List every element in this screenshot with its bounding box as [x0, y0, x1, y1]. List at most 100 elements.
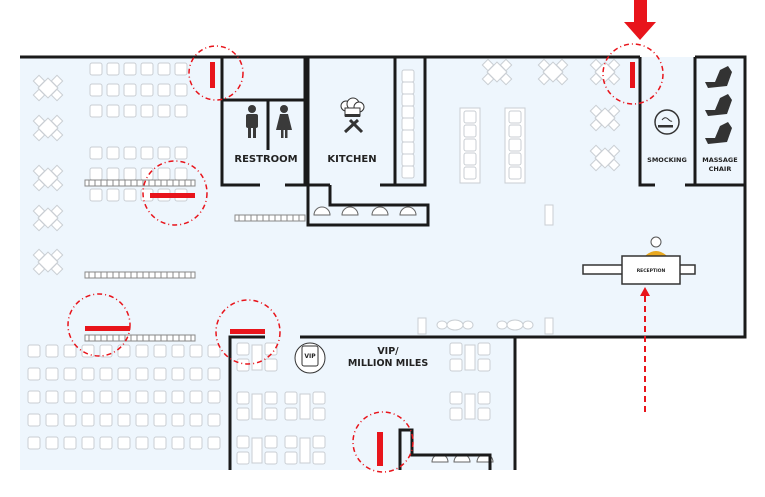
table: [544, 204, 554, 226]
entrance-arrowhead-icon: [640, 287, 650, 296]
diamond-table-set: [537, 58, 569, 86]
chair: [157, 83, 171, 97]
diamond-piece: [607, 104, 621, 118]
vip-badge-text: VIP: [304, 353, 316, 360]
chair: [463, 110, 477, 124]
chair: [449, 407, 463, 421]
chair: [171, 367, 185, 381]
chair: [106, 104, 120, 118]
round-stool: [496, 320, 508, 330]
diamond-piece: [499, 58, 513, 72]
chair: [401, 129, 415, 143]
chair: [508, 152, 522, 166]
chair: [89, 104, 103, 118]
chair: [123, 83, 137, 97]
chair: [236, 358, 250, 372]
chair: [189, 390, 203, 404]
chair: [508, 138, 522, 152]
chair: [99, 344, 113, 358]
chair: [81, 367, 95, 381]
table: [464, 344, 476, 371]
table: [251, 344, 263, 371]
chair: [45, 344, 59, 358]
chair: [508, 166, 522, 180]
counter: [84, 179, 196, 187]
round-stool: [522, 320, 534, 330]
chair: [106, 62, 120, 76]
diamond-piece: [589, 72, 603, 86]
diamond-table-set: [32, 248, 64, 276]
counter-strip: [84, 271, 196, 279]
chair: [207, 390, 221, 404]
counter: [234, 214, 306, 222]
kitchen-label: KITCHEN: [327, 154, 376, 165]
diamond-piece: [32, 164, 46, 178]
chair: [312, 407, 326, 421]
chair: [63, 390, 77, 404]
chair: [477, 342, 491, 356]
round-table: [446, 319, 464, 331]
chair: [463, 124, 477, 138]
red-marker: [377, 432, 383, 466]
diamond-piece: [32, 114, 46, 128]
chair: [117, 413, 131, 427]
chair: [312, 391, 326, 405]
chair: [264, 358, 278, 372]
chair: [106, 146, 120, 160]
chair: [174, 62, 188, 76]
cloche-icon: [313, 206, 331, 216]
chair: [45, 367, 59, 381]
highlight-circle: [602, 43, 664, 105]
chair: [153, 390, 167, 404]
smoking-label: SMOCKING: [647, 156, 687, 164]
massage-chair-icons: [705, 66, 732, 144]
diamond-piece: [50, 74, 64, 88]
diamond-piece: [50, 262, 64, 276]
diamond-piece: [481, 58, 495, 72]
table: [299, 393, 311, 420]
cloche-icon: [399, 206, 417, 216]
chair: [401, 153, 415, 167]
chair: [171, 390, 185, 404]
floor-area: [20, 57, 745, 470]
diamond-piece: [555, 58, 569, 72]
chair: [236, 342, 250, 356]
diamond-piece: [50, 164, 64, 178]
cloche-icon: [341, 206, 359, 216]
chair: [174, 83, 188, 97]
male-restroom-icon: [246, 105, 258, 138]
diamond-piece: [32, 178, 46, 192]
round-stool: [462, 320, 474, 330]
diamond-piece: [32, 128, 46, 142]
diamond-piece: [32, 218, 46, 232]
diamond-piece: [555, 72, 569, 86]
diamond-piece: [481, 72, 495, 86]
chair: [27, 367, 41, 381]
chair: [264, 435, 278, 449]
chair: [99, 367, 113, 381]
red-marker: [150, 193, 195, 198]
chair: [117, 344, 131, 358]
diamond-piece: [50, 248, 64, 262]
massage-chair-icon: [705, 66, 732, 88]
massage-chair-icon: [705, 122, 732, 144]
chair: [189, 367, 203, 381]
counter-strip: [234, 214, 306, 222]
furniture-layer: [27, 58, 621, 465]
chair: [157, 167, 171, 181]
diamond-piece: [589, 104, 603, 118]
diamond-piece: [50, 128, 64, 142]
chair: [135, 367, 149, 381]
highlight-circle: [67, 293, 131, 357]
diamond-piece: [607, 118, 621, 132]
diamond-piece: [32, 88, 46, 102]
diamond-table-set: [589, 104, 621, 132]
chair: [236, 391, 250, 405]
chair: [135, 436, 149, 450]
chair: [63, 413, 77, 427]
massage-chair-icon: [705, 94, 732, 116]
no-smoking-icon: [654, 109, 680, 135]
chair: [157, 62, 171, 76]
diamond-piece: [32, 262, 46, 276]
diamond-piece: [50, 178, 64, 192]
